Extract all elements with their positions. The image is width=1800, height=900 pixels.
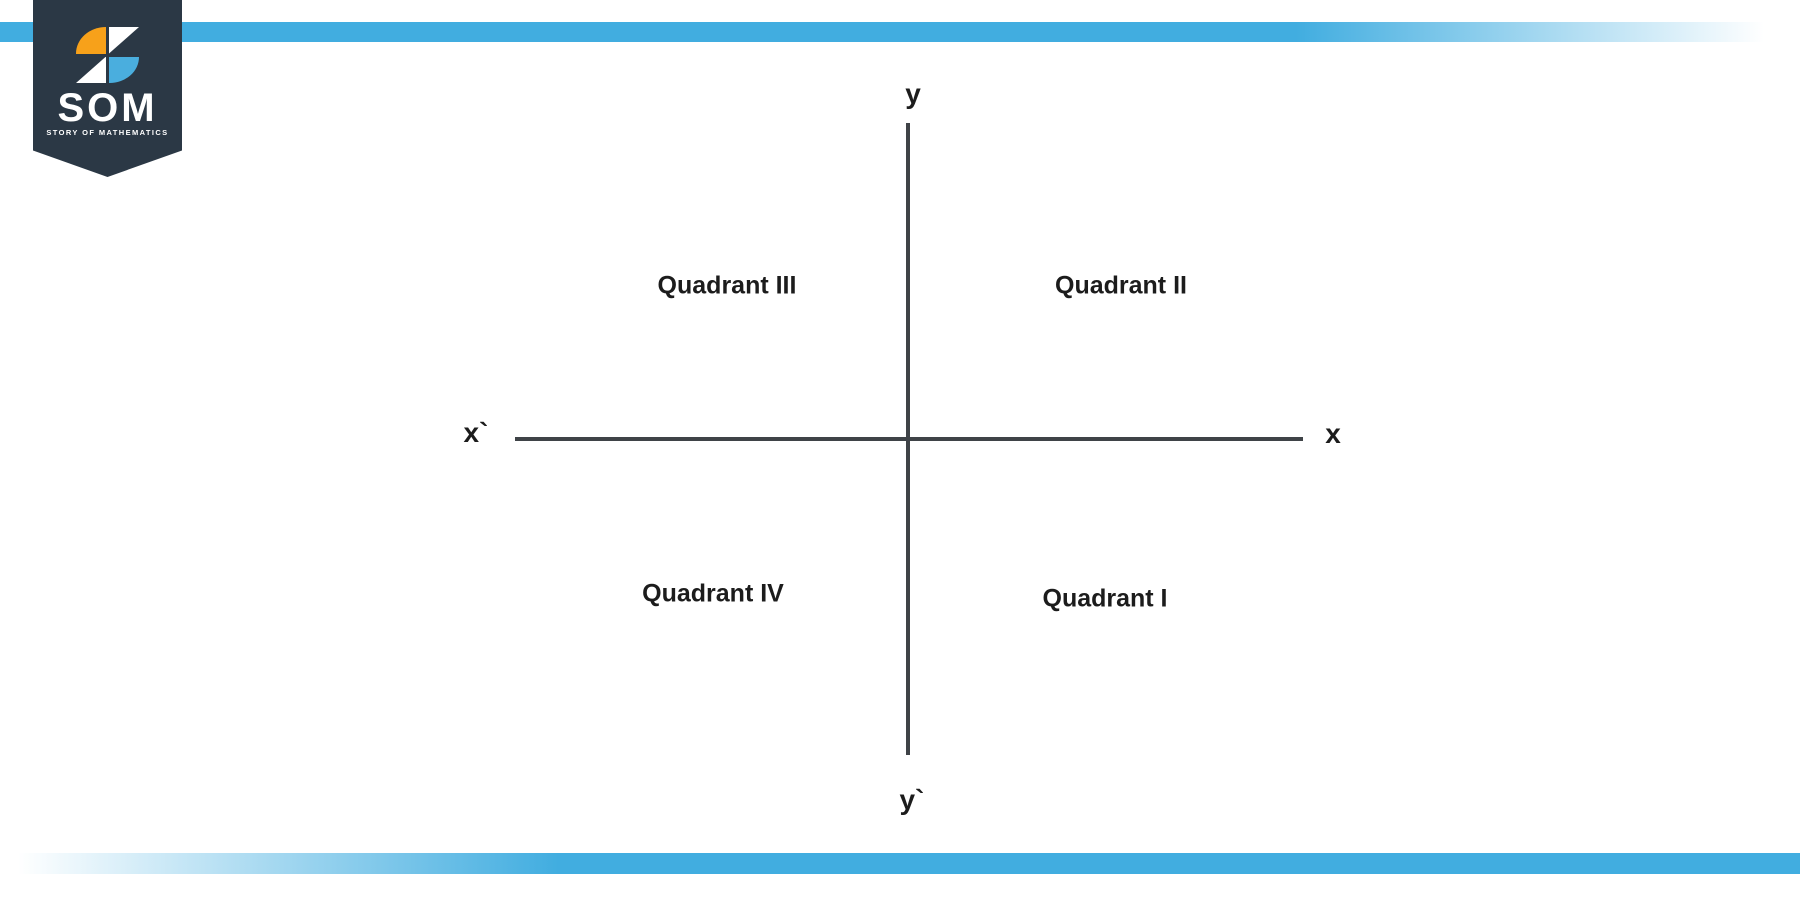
quadrant-label-bottom-right: Quadrant I	[1042, 584, 1168, 613]
logo-acronym: SOM	[57, 86, 158, 130]
x-axis-negative-label: x`	[463, 417, 489, 448]
quadrant-label-top-right: Quadrant II	[1055, 271, 1187, 300]
logo-white-triangle-bottom-icon	[76, 56, 106, 83]
y-axis-negative-label: y`	[899, 784, 925, 815]
quadrant-label-bottom-left: Quadrant IV	[642, 579, 784, 608]
logo-orange-quarter-icon	[76, 27, 106, 54]
x-axis-positive-label: x	[1325, 418, 1341, 449]
x-axis-line	[515, 437, 1303, 441]
logo-white-triangle-top-icon	[109, 27, 139, 54]
som-pinwheel-icon	[76, 27, 139, 83]
som-logo-banner: SOM STORY OF MATHEMATICS	[33, 0, 182, 177]
bottom-accent-bar	[0, 853, 1800, 874]
y-axis-positive-label: y	[905, 78, 921, 109]
quadrant-label-top-left: Quadrant III	[657, 271, 797, 300]
top-accent-bar	[0, 22, 1800, 42]
logo-tagline: STORY OF MATHEMATICS	[46, 128, 169, 137]
logo-blue-quarter-icon	[109, 56, 139, 83]
